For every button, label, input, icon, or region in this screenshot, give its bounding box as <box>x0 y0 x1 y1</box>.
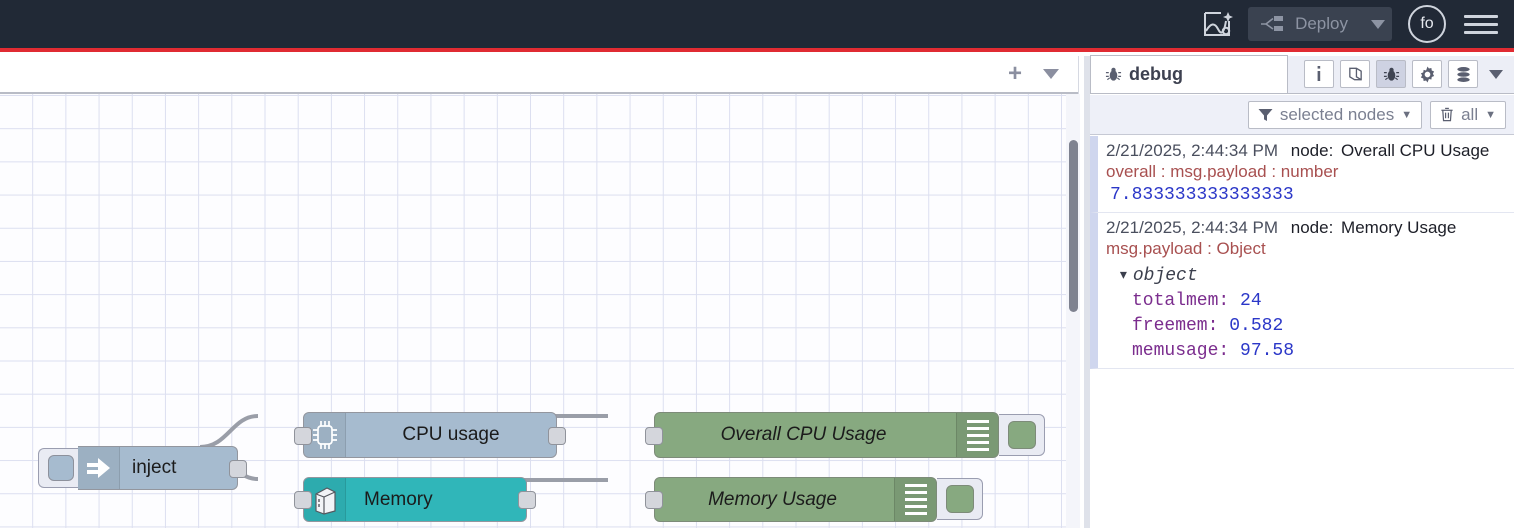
node-debug-memory-usage[interactable]: Memory Usage <box>645 477 937 522</box>
debug-node-name[interactable]: Memory Usage <box>1341 218 1457 237</box>
avatar-initials: fo <box>1420 15 1434 32</box>
debug-filter-bar: selected nodes ▼ all ▼ <box>1090 95 1514 135</box>
deploy-label: Deploy <box>1295 14 1348 33</box>
flow-workspace: + <box>0 56 1084 528</box>
debug-cpu-enable-toggle[interactable] <box>999 414 1045 456</box>
debug-message-topic: msg.payload : Object <box>1106 239 1266 258</box>
property-key: memusage <box>1132 341 1219 361</box>
node-memory-output-port[interactable] <box>518 491 536 509</box>
debug-message-header: 2/21/2025, 2:44:34 PM node: Overall CPU … <box>1106 141 1510 161</box>
node-cpu-usage-label: CPU usage <box>402 424 500 445</box>
deploy-dropdown-caret[interactable] <box>1362 7 1392 41</box>
property-value: 97.58 <box>1240 341 1295 361</box>
tab-debug-label: debug <box>1129 64 1183 84</box>
sidebar-drag-divider[interactable] <box>1084 56 1090 528</box>
filter-label: selected nodes <box>1279 104 1395 124</box>
funnel-icon <box>1258 108 1273 121</box>
debug-message[interactable]: 2/21/2025, 2:44:34 PM node: Overall CPU … <box>1090 136 1514 213</box>
inject-button-square <box>47 455 74 481</box>
help-book-icon[interactable] <box>1340 60 1370 88</box>
node-debug-overall-cpu-usage[interactable]: Overall CPU Usage <box>645 412 999 458</box>
more-chevron-down-icon[interactable] <box>1484 60 1508 88</box>
debug-message-header: 2/21/2025, 2:44:34 PM node: Memory Usage <box>1106 218 1510 238</box>
debug-message-topic: overall : msg.payload : number <box>1106 162 1339 181</box>
debug-object-property: memusage: 97.58 <box>1106 341 1510 361</box>
property-value: 0.582 <box>1229 316 1284 336</box>
node-memory-input-port[interactable] <box>294 491 312 509</box>
deploy-button-main[interactable]: Deploy <box>1248 7 1362 41</box>
filter-selected-nodes-button[interactable]: selected nodes ▼ <box>1247 100 1423 129</box>
node-debug-memory-input-port[interactable] <box>645 491 663 509</box>
flow-tab-bar: + <box>0 56 1084 94</box>
debug-node-prefix: node: <box>1290 141 1334 160</box>
canvas-scrollbar-thumb[interactable] <box>1069 140 1078 312</box>
node-cpu-output-port[interactable] <box>548 427 566 445</box>
tabbar-edge <box>1078 56 1084 94</box>
debug-toggle-square <box>945 485 974 513</box>
debug-lines-icon <box>894 478 936 521</box>
debug-object-root[interactable]: ▾object <box>1106 264 1510 286</box>
bug-icon <box>1105 67 1122 81</box>
debug-toggle-square <box>1007 421 1036 449</box>
flow-canvas[interactable]: inject CPU usage <box>0 94 1084 528</box>
debug-message-value: 7.833333333333333 <box>1110 185 1294 205</box>
node-cpu-usage[interactable]: CPU usage <box>294 412 566 458</box>
inject-trigger-button[interactable] <box>38 448 82 488</box>
add-flow-button[interactable]: + <box>1007 60 1022 87</box>
property-key: freemem <box>1132 316 1208 336</box>
node-debug-memory-label: Memory Usage <box>708 488 837 510</box>
flow-list-chevron-down-icon[interactable] <box>1032 59 1070 89</box>
info-icon[interactable] <box>1304 60 1334 88</box>
trash-icon <box>1441 107 1453 122</box>
property-colon: : <box>1218 291 1241 311</box>
debug-object-property: freemem: 0.582 <box>1106 316 1510 336</box>
node-inject-label: inject <box>132 457 177 478</box>
deploy-button[interactable]: Deploy <box>1248 7 1392 41</box>
user-avatar[interactable]: fo <box>1408 5 1446 43</box>
flow-sparkle-icon[interactable] <box>1196 7 1240 41</box>
clear-chevron-down-icon[interactable]: ▼ <box>1485 108 1496 121</box>
node-memory[interactable]: Memory <box>294 477 536 522</box>
node-memory-label: Memory <box>364 488 433 510</box>
debug-message[interactable]: 2/21/2025, 2:44:34 PM node: Memory Usage… <box>1090 213 1514 369</box>
clear-label: all <box>1461 104 1479 124</box>
sidebar-tools <box>1304 60 1508 88</box>
property-key: totalmem <box>1132 291 1219 311</box>
deploy-nodes-icon <box>1261 16 1284 31</box>
filter-chevron-down-icon[interactable]: ▼ <box>1401 108 1413 121</box>
tab-debug[interactable]: debug <box>1090 55 1288 93</box>
config-gear-icon[interactable] <box>1412 60 1442 88</box>
canvas-right-edge <box>1080 94 1084 528</box>
property-colon: : <box>1207 316 1230 336</box>
sidebar: debug <box>1090 55 1514 528</box>
debug-node-name[interactable]: Overall CPU Usage <box>1341 141 1490 160</box>
object-expand-caret-icon[interactable]: ▾ <box>1118 266 1129 286</box>
sidebar-tab-bar: debug <box>1090 55 1514 94</box>
debug-lines-icon <box>956 413 998 457</box>
property-value: 24 <box>1240 291 1262 311</box>
hamburger-menu-icon[interactable] <box>1464 9 1498 39</box>
node-cpu-input-port[interactable] <box>294 427 312 445</box>
context-data-icon[interactable] <box>1448 60 1478 88</box>
node-inject-output-port[interactable] <box>229 460 247 478</box>
clear-debug-button[interactable]: all ▼ <box>1430 100 1506 129</box>
property-colon: : <box>1218 341 1241 361</box>
debug-object-property: totalmem: 24 <box>1106 291 1510 311</box>
node-inject[interactable]: inject <box>78 446 247 490</box>
debug-node-prefix: node: <box>1290 218 1334 237</box>
node-debug-cpu-label: Overall CPU Usage <box>720 424 887 445</box>
app-header: Deploy fo <box>0 0 1514 52</box>
debug-timestamp: 2/21/2025, 2:44:34 PM <box>1106 218 1279 237</box>
debug-memory-enable-toggle[interactable] <box>937 478 983 520</box>
debug-timestamp: 2/21/2025, 2:44:34 PM <box>1106 141 1279 160</box>
debug-message-list[interactable]: 2/21/2025, 2:44:34 PM node: Overall CPU … <box>1090 136 1514 528</box>
inject-arrow-icon <box>78 447 120 489</box>
debug-object-label: object <box>1132 266 1198 286</box>
node-debug-cpu-input-port[interactable] <box>645 427 663 445</box>
debug-bug-icon[interactable] <box>1376 60 1406 88</box>
